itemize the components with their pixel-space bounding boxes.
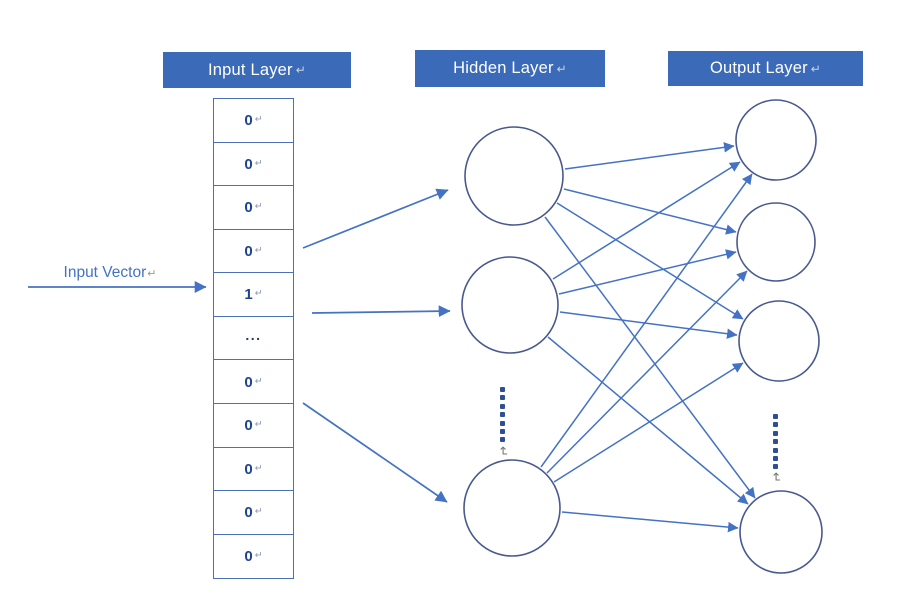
input-vector-column: 0↵0↵0↵0↵1↵...0↵0↵0↵0↵0↵: [213, 98, 294, 579]
link-h2-o3: [559, 311, 738, 339]
link-h3-o4: [561, 511, 739, 533]
input-cell-6: ...: [213, 315, 294, 362]
input-cell-11: 0↵: [213, 533, 294, 579]
linebreak-mark-icon: ↵: [768, 472, 784, 483]
hidden-layer-header: Hidden Layer ↵: [415, 50, 605, 87]
hidden-node-3: [463, 459, 561, 557]
ellipsis-dot: [773, 439, 778, 445]
output-node-2: [736, 202, 816, 282]
return-mark-icon: ↵: [295, 63, 307, 77]
input-to-hidden-arrow-3: [302, 402, 448, 503]
return-mark-icon: ↵: [254, 549, 263, 561]
link-h3-o2: [546, 270, 748, 474]
ellipsis-dot: [500, 412, 505, 418]
link-h1-o1: [564, 142, 735, 170]
input-cell-5: 1↵: [213, 272, 294, 318]
hidden-node-1: [464, 126, 564, 226]
link-h3-o3: [553, 362, 744, 483]
ellipsis-dot: [773, 430, 778, 436]
link-h2-o4: [547, 336, 749, 505]
input-layer-header: Input Layer ↵: [163, 52, 351, 88]
input-cell-3: 0↵: [213, 185, 294, 231]
return-mark-icon: ↵: [254, 462, 263, 474]
cell-value: 0: [244, 460, 253, 478]
link-h1-o2: [563, 188, 737, 235]
output-layer-title: Output Layer: [709, 59, 808, 77]
ellipsis-dot: [500, 420, 505, 426]
ellipsis-dot: [773, 414, 778, 419]
ellipsis-dot: [773, 447, 778, 453]
link-h2-o1: [552, 161, 741, 280]
input-to-hidden-arrow-1: [302, 188, 449, 249]
cell-value: 0: [244, 547, 253, 565]
ellipsis-dot: [500, 428, 505, 434]
cell-value: 0: [244, 242, 253, 260]
input-to-hidden-arrow-2: [311, 305, 451, 318]
ellipsis-dot: [500, 395, 505, 401]
return-mark-icon: ↵: [254, 201, 263, 213]
ellipsis-dot: [500, 387, 505, 392]
return-mark-icon: ↵: [254, 506, 263, 518]
return-mark-icon: ↵: [810, 61, 822, 76]
link-h3-o1: [540, 173, 753, 468]
input-cell-7: 0↵: [213, 359, 294, 405]
ellipsis-dot: [773, 455, 778, 461]
input-cell-9: 0↵: [213, 446, 294, 492]
cell-value: 0: [244, 373, 253, 391]
return-mark-icon: ↵: [147, 268, 157, 280]
output-node-1: [735, 99, 817, 181]
output-node-4: [739, 490, 823, 574]
input-cell-4: 0↵: [213, 228, 294, 274]
ellipsis-dot: [773, 422, 778, 428]
link-h1-o4: [544, 216, 756, 499]
return-mark-icon: ↵: [556, 61, 567, 76]
cell-value: 0: [244, 112, 253, 130]
return-mark-icon: ↵: [254, 419, 263, 431]
return-mark-icon: ↵: [254, 244, 263, 256]
input-cell-10: 0↵: [213, 490, 294, 536]
cell-value: 0: [244, 417, 253, 435]
input-vector-text: Input Vector: [63, 264, 147, 281]
return-mark-icon: ↵: [254, 157, 263, 169]
cell-value: 0: [244, 155, 253, 173]
input-vector-label: Input Vector↵: [45, 264, 175, 282]
output-node-3: [738, 300, 820, 382]
cell-value: 0: [244, 199, 253, 217]
input-cell-8: 0↵: [213, 403, 294, 449]
link-h2-o2: [558, 249, 737, 295]
cell-value: 0: [244, 504, 253, 522]
linebreak-mark-icon: ↵: [495, 446, 511, 457]
input-cell-2: 0↵: [213, 141, 294, 187]
return-mark-icon: ↵: [254, 288, 263, 300]
return-mark-icon: ↵: [254, 114, 263, 126]
input-layer-title: Input Layer: [207, 60, 293, 79]
hidden-node-2: [461, 256, 559, 354]
link-h1-o3: [556, 202, 744, 320]
hidden-layer-ellipsis: [500, 387, 505, 443]
ellipsis-dot: [773, 464, 778, 470]
ellipsis-dot: [500, 437, 505, 443]
output-layer-header: Output Layer ↵: [668, 51, 863, 86]
hidden-layer-title: Hidden Layer: [453, 59, 554, 77]
return-mark-icon: ↵: [254, 375, 263, 387]
output-layer-ellipsis: [773, 414, 778, 470]
input-cell-1: 0↵: [213, 98, 294, 144]
cell-value: 1: [244, 286, 253, 304]
ellipsis-dot: [500, 403, 505, 409]
